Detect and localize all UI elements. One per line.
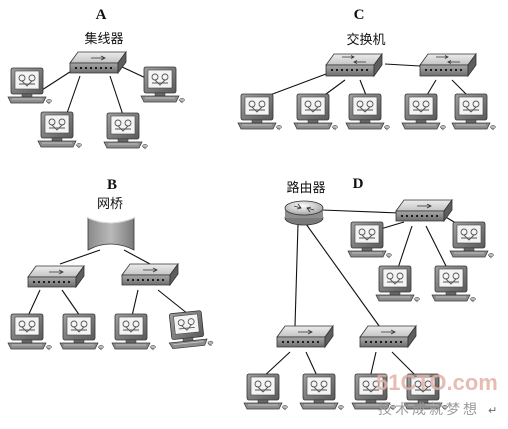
watermark-site: 51CTO.com (376, 370, 498, 395)
hub-icon (27, 265, 85, 288)
panel-d-letter: D (353, 176, 364, 192)
computer-icon (293, 93, 338, 131)
computer-icon (7, 67, 52, 105)
panel-c-letter: C (354, 7, 365, 23)
hub-icon (276, 325, 334, 348)
switch-icon (419, 53, 477, 77)
panel-a-letter: A (96, 7, 107, 23)
computer-icon (243, 373, 288, 411)
panel-c: C 交换机 (237, 7, 496, 131)
computer-icon (7, 313, 52, 351)
computer-icon (299, 373, 344, 411)
panel-c-links (261, 63, 473, 101)
computer-icon (103, 112, 148, 150)
bridge-icon (87, 217, 135, 251)
computer-icon (449, 221, 494, 259)
computer-icon (37, 111, 82, 149)
computer-icon (59, 313, 104, 351)
router-icon (284, 200, 324, 226)
computer-icon (111, 313, 156, 351)
panel-d-caption: 路由器 (286, 180, 325, 196)
computer-icon (451, 93, 496, 131)
hub-icon (359, 325, 417, 348)
hub-icon (395, 199, 453, 222)
panel-b-links (27, 249, 189, 317)
paragraph-mark: ↵ (488, 404, 497, 417)
switch-icon (325, 53, 383, 77)
computer-icon (401, 93, 446, 131)
computer-icon (165, 309, 214, 351)
computer-icon (375, 265, 420, 303)
panel-a-links (41, 65, 151, 119)
hub-icon (121, 263, 179, 286)
panel-a-caption: 集线器 (84, 31, 123, 47)
computer-icon (431, 265, 476, 303)
panel-c-caption: 交换机 (346, 32, 385, 48)
panel-b-letter: B (107, 177, 117, 193)
watermark: 51CTO.com 技术成就梦想 ↵ (376, 370, 498, 418)
panel-b-caption: 网桥 (97, 197, 123, 212)
computer-icon (140, 66, 185, 104)
panel-b: B 网桥 (7, 177, 214, 351)
hub-icon (69, 51, 127, 74)
computer-icon (237, 93, 282, 131)
panel-a: A 集线器 (7, 7, 185, 150)
watermark-slogan: 技术成就梦想 (378, 402, 480, 418)
computer-icon (345, 93, 390, 131)
panel-d: D 路由器 (243, 176, 494, 411)
